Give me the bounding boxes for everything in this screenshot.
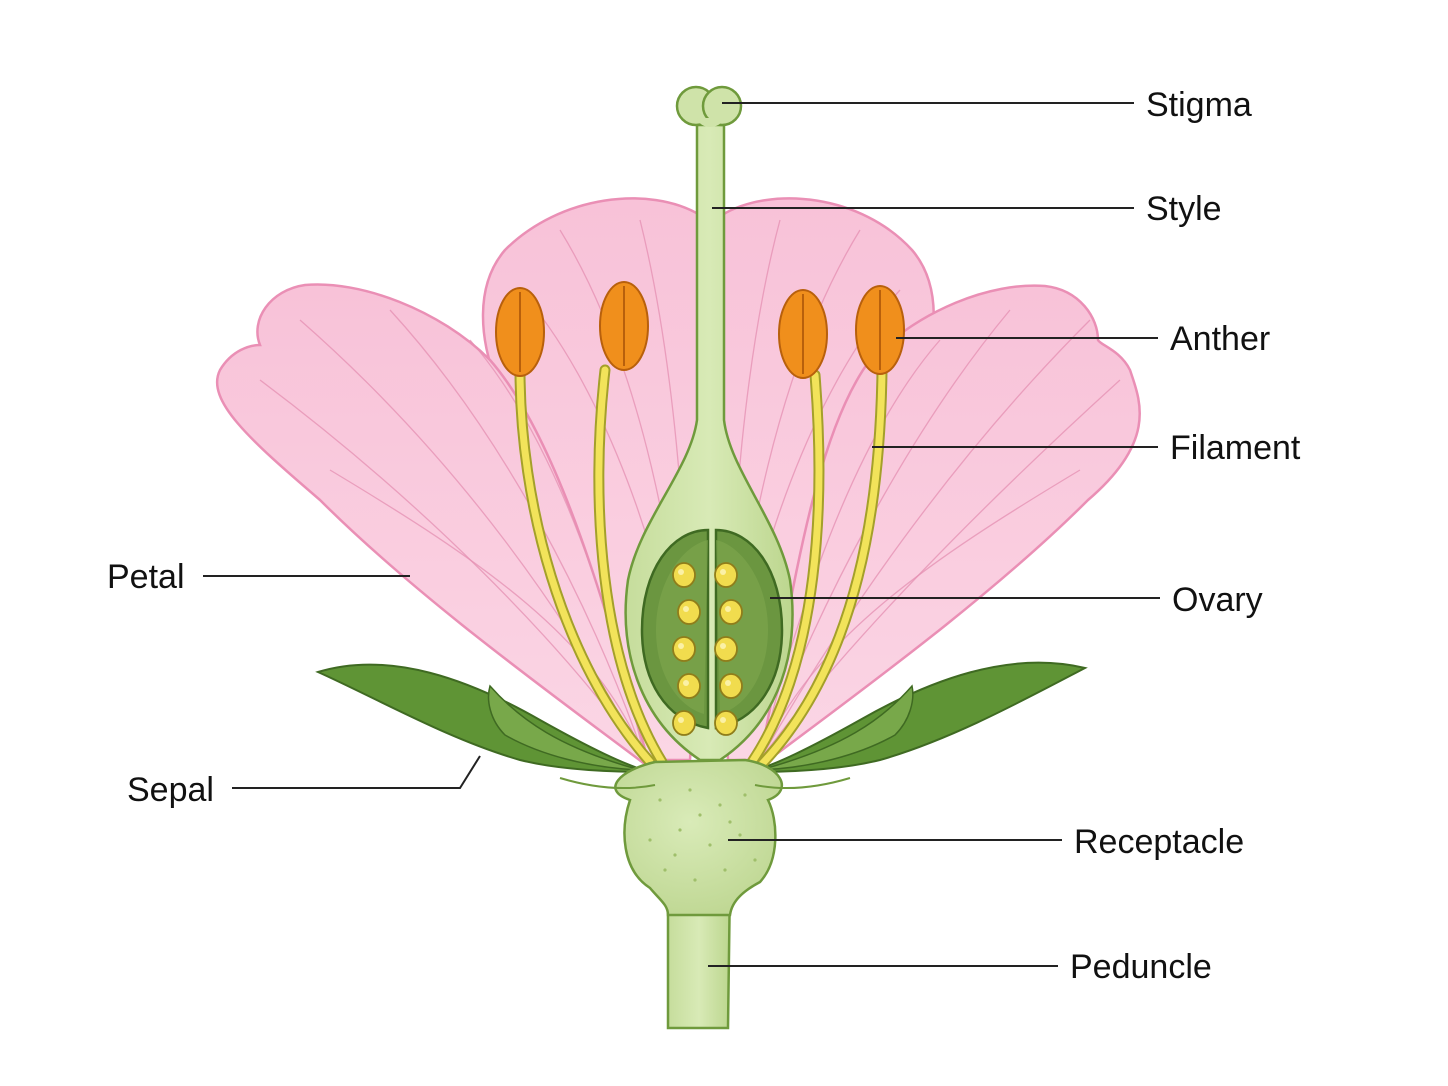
label-stigma: Stigma — [1146, 86, 1252, 124]
ovule — [714, 562, 738, 588]
ovule-highlight — [725, 606, 731, 612]
receptacle-texture — [648, 788, 757, 882]
stamens — [495, 281, 905, 770]
stamen-2 — [593, 281, 668, 768]
ovule-highlight — [720, 717, 726, 723]
ovule — [714, 636, 738, 662]
ovule — [672, 710, 696, 736]
anther-4 — [855, 285, 905, 375]
ovule — [677, 599, 701, 625]
labels: Stigma Style Anther Filament Petal Ovary… — [107, 86, 1301, 986]
ovules — [672, 562, 743, 736]
stamen-4 — [756, 285, 905, 770]
ovule-highlight — [725, 680, 731, 686]
ovule — [719, 673, 743, 699]
label-filament: Filament — [1170, 429, 1301, 467]
ovule-highlight — [678, 569, 684, 575]
ovule-highlight — [720, 569, 726, 575]
receptacle-shape — [614, 758, 783, 917]
ovule-highlight — [683, 606, 689, 612]
label-sepal: Sepal — [127, 771, 214, 809]
leader-lines — [203, 102, 1160, 967]
label-style: Style — [1146, 190, 1222, 228]
leader-sepal — [232, 755, 481, 789]
label-receptacle: Receptacle — [1074, 823, 1244, 861]
ovule — [714, 710, 738, 736]
stamen-1 — [495, 287, 656, 768]
petal-front-right — [756, 284, 1141, 772]
ovule-highlight — [720, 643, 726, 649]
anther-2 — [599, 281, 649, 371]
pistil — [624, 85, 794, 762]
ovule — [672, 636, 696, 662]
ovule-highlight — [678, 717, 684, 723]
label-anther: Anther — [1170, 320, 1270, 358]
anther-3 — [778, 289, 828, 379]
ovule — [719, 599, 743, 625]
receptacle-group — [559, 758, 851, 1030]
stigma-head — [675, 85, 743, 127]
ovule-highlight — [678, 643, 684, 649]
label-ovary: Ovary — [1172, 581, 1263, 619]
ovule-highlight — [683, 680, 689, 686]
label-peduncle: Peduncle — [1070, 948, 1212, 986]
sepal-left-inner — [487, 684, 641, 771]
ovule — [672, 562, 696, 588]
petal-front-left — [215, 283, 653, 772]
label-petal: Petal — [107, 558, 185, 596]
sepal-right-inner — [759, 684, 914, 771]
ovule — [677, 673, 701, 699]
anther-1 — [495, 287, 545, 377]
stamen-3 — [746, 289, 828, 768]
